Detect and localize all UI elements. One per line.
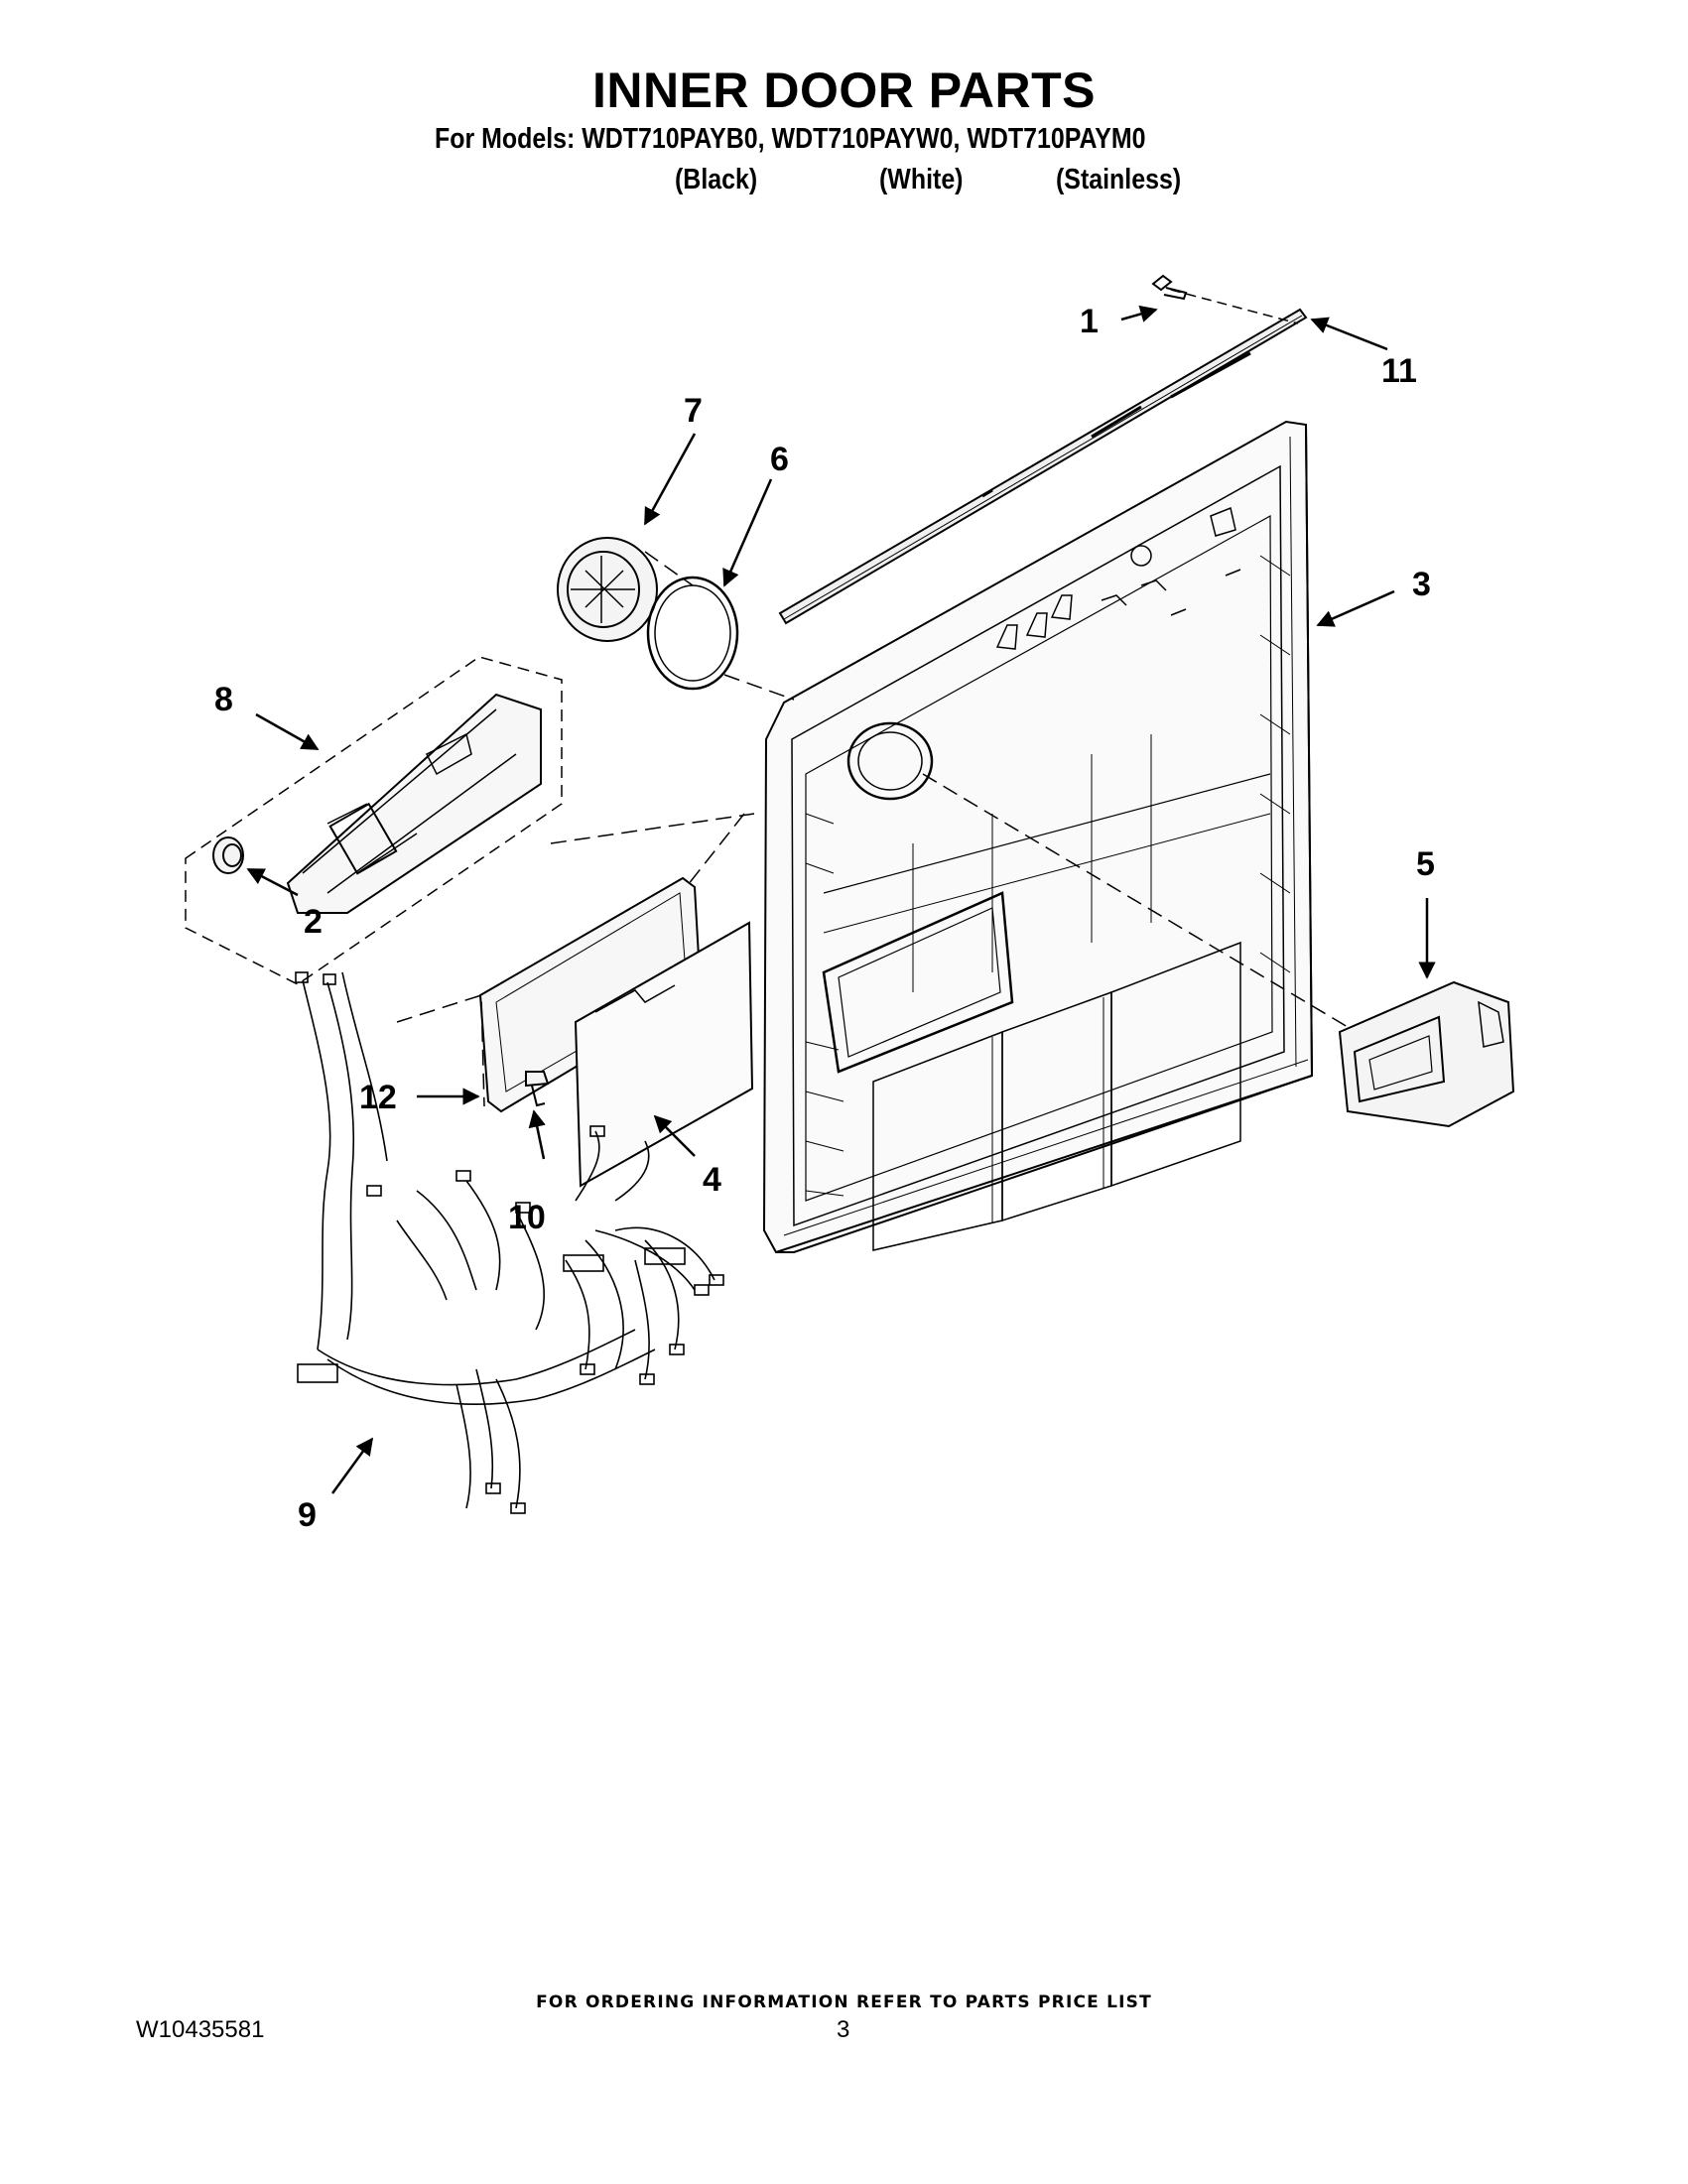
circuit-board-part-4 xyxy=(574,921,754,1188)
dispenser-assembly-part-8 xyxy=(185,656,563,985)
callout-10: 10 xyxy=(508,1199,546,1236)
callout-5: 5 xyxy=(1416,845,1435,883)
finish-stainless-label: (Stainless) xyxy=(1056,164,1182,195)
screw-part-10 xyxy=(525,1071,550,1107)
gasket-ring-part-6 xyxy=(646,576,739,691)
detergent-module-part-5 xyxy=(1338,980,1515,1128)
callout-9: 9 xyxy=(298,1496,317,1534)
ordering-note: FOR ORDERING INFORMATION REFER TO PARTS … xyxy=(536,1992,1152,2012)
document-number: W10435581 xyxy=(136,2016,265,2043)
models-line: For Models: WDT710PAYB0, WDT710PAYW0, WD… xyxy=(435,123,1146,155)
callout-8: 8 xyxy=(214,681,233,718)
page-title: INNER DOOR PARTS xyxy=(591,63,1097,118)
callout-2: 2 xyxy=(304,903,323,941)
board-assembly-line xyxy=(396,993,485,1107)
callout-11: 11 xyxy=(1381,352,1417,390)
wiring-harness-part-9 xyxy=(295,971,724,1514)
finish-black-label: (Black) xyxy=(675,164,758,195)
callout-7: 7 xyxy=(684,392,703,430)
screw-part-1 xyxy=(1151,274,1299,324)
button-part-2 xyxy=(212,836,244,874)
callout-4: 4 xyxy=(703,1161,721,1199)
inner-door-panel xyxy=(762,420,1314,1253)
callout-12: 12 xyxy=(359,1079,397,1116)
leader-arrows xyxy=(246,305,1436,1494)
finish-white-label: (White) xyxy=(879,164,964,195)
callout-6: 6 xyxy=(770,441,789,478)
callout-1: 1 xyxy=(1080,303,1099,340)
top-trim-strip xyxy=(778,308,1308,625)
vent-cap-part-7 xyxy=(557,537,658,642)
page-number: 3 xyxy=(837,2016,850,2043)
callout-3: 3 xyxy=(1412,566,1431,603)
